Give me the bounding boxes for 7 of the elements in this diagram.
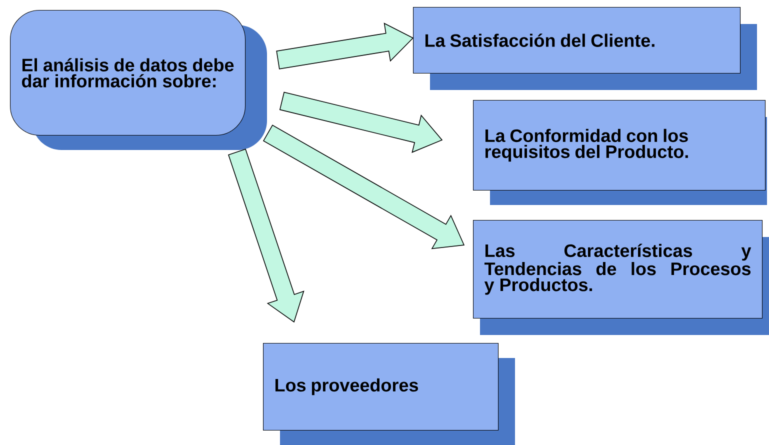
rounded-box: El análisis de datos debe dar información sobre: (10, 10, 267, 150)
text-box: La Conformidad con los requisitos del Producto. (473, 100, 767, 205)
block-arrow (228, 148, 304, 323)
text-box: La Satisfacción del Cliente. (413, 7, 757, 90)
text-box: Las Características y Tendencias de los Procesos y Productos. (473, 220, 769, 335)
block-arrow (276, 22, 414, 70)
text-box: Los proveedores (263, 343, 515, 445)
